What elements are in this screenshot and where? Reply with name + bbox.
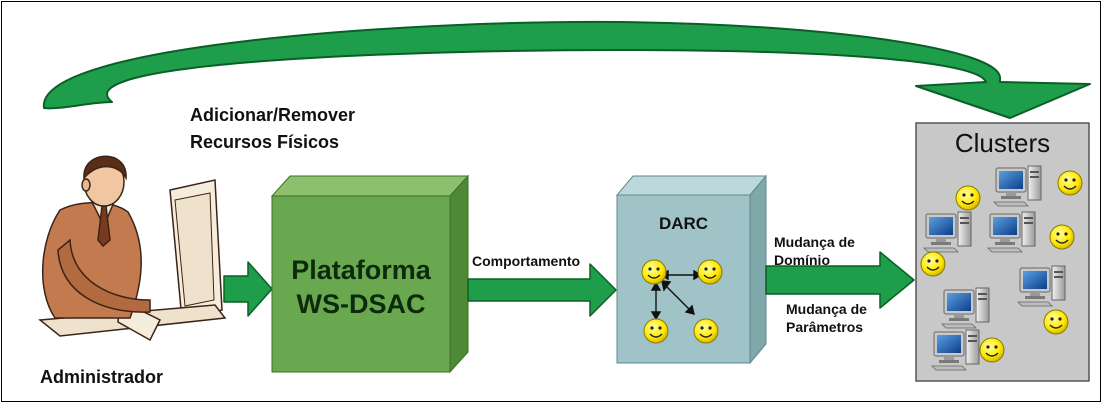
darc-title: DARC bbox=[658, 214, 709, 233]
cluster-smiley-1 bbox=[1057, 170, 1083, 196]
cluster-smiley-6 bbox=[979, 337, 1005, 363]
clusters-title: Clusters bbox=[954, 128, 1051, 158]
cluster-smiley-5 bbox=[1043, 309, 1069, 335]
darc-smiley-2 bbox=[697, 259, 723, 285]
arrow-label-dominio-line1: Mudança de bbox=[774, 234, 855, 250]
platform-title-line1: Plataforma bbox=[291, 255, 431, 285]
arrow-label-parametros-line1: Mudança de bbox=[786, 301, 867, 317]
darc-agents bbox=[641, 259, 723, 344]
platform-box bbox=[270, 174, 470, 374]
cluster-smiley-3 bbox=[1049, 224, 1075, 250]
darc-smiley-3 bbox=[643, 318, 669, 344]
darc-smiley-4 bbox=[693, 318, 719, 344]
platform-title-line2: WS-DSAC bbox=[296, 289, 426, 319]
arrow-label-dominio-line2: Domínio bbox=[774, 252, 830, 268]
arrow-platform-to-darc bbox=[467, 263, 617, 317]
clusters-panel bbox=[915, 122, 1090, 382]
arrow-admin-to-platform bbox=[223, 261, 273, 317]
loop-arrow bbox=[42, 20, 1091, 119]
arrow-label-comportamento: Comportamento bbox=[472, 253, 581, 269]
arrow-darc-to-clusters bbox=[765, 251, 915, 309]
loop-label-line2: Recursos Físicos bbox=[190, 132, 340, 152]
arrow-label-parametros-line2: Parâmetros bbox=[786, 319, 864, 335]
loop-label-line1: Adicionar/Remover bbox=[190, 105, 356, 125]
administrator-figure bbox=[38, 155, 227, 342]
cluster-smiley-4 bbox=[920, 251, 946, 277]
darc-smiley-1 bbox=[641, 259, 667, 285]
cluster-smiley-2 bbox=[955, 185, 981, 211]
administrator-label: Administrador bbox=[40, 367, 164, 387]
darc-box bbox=[615, 174, 768, 365]
